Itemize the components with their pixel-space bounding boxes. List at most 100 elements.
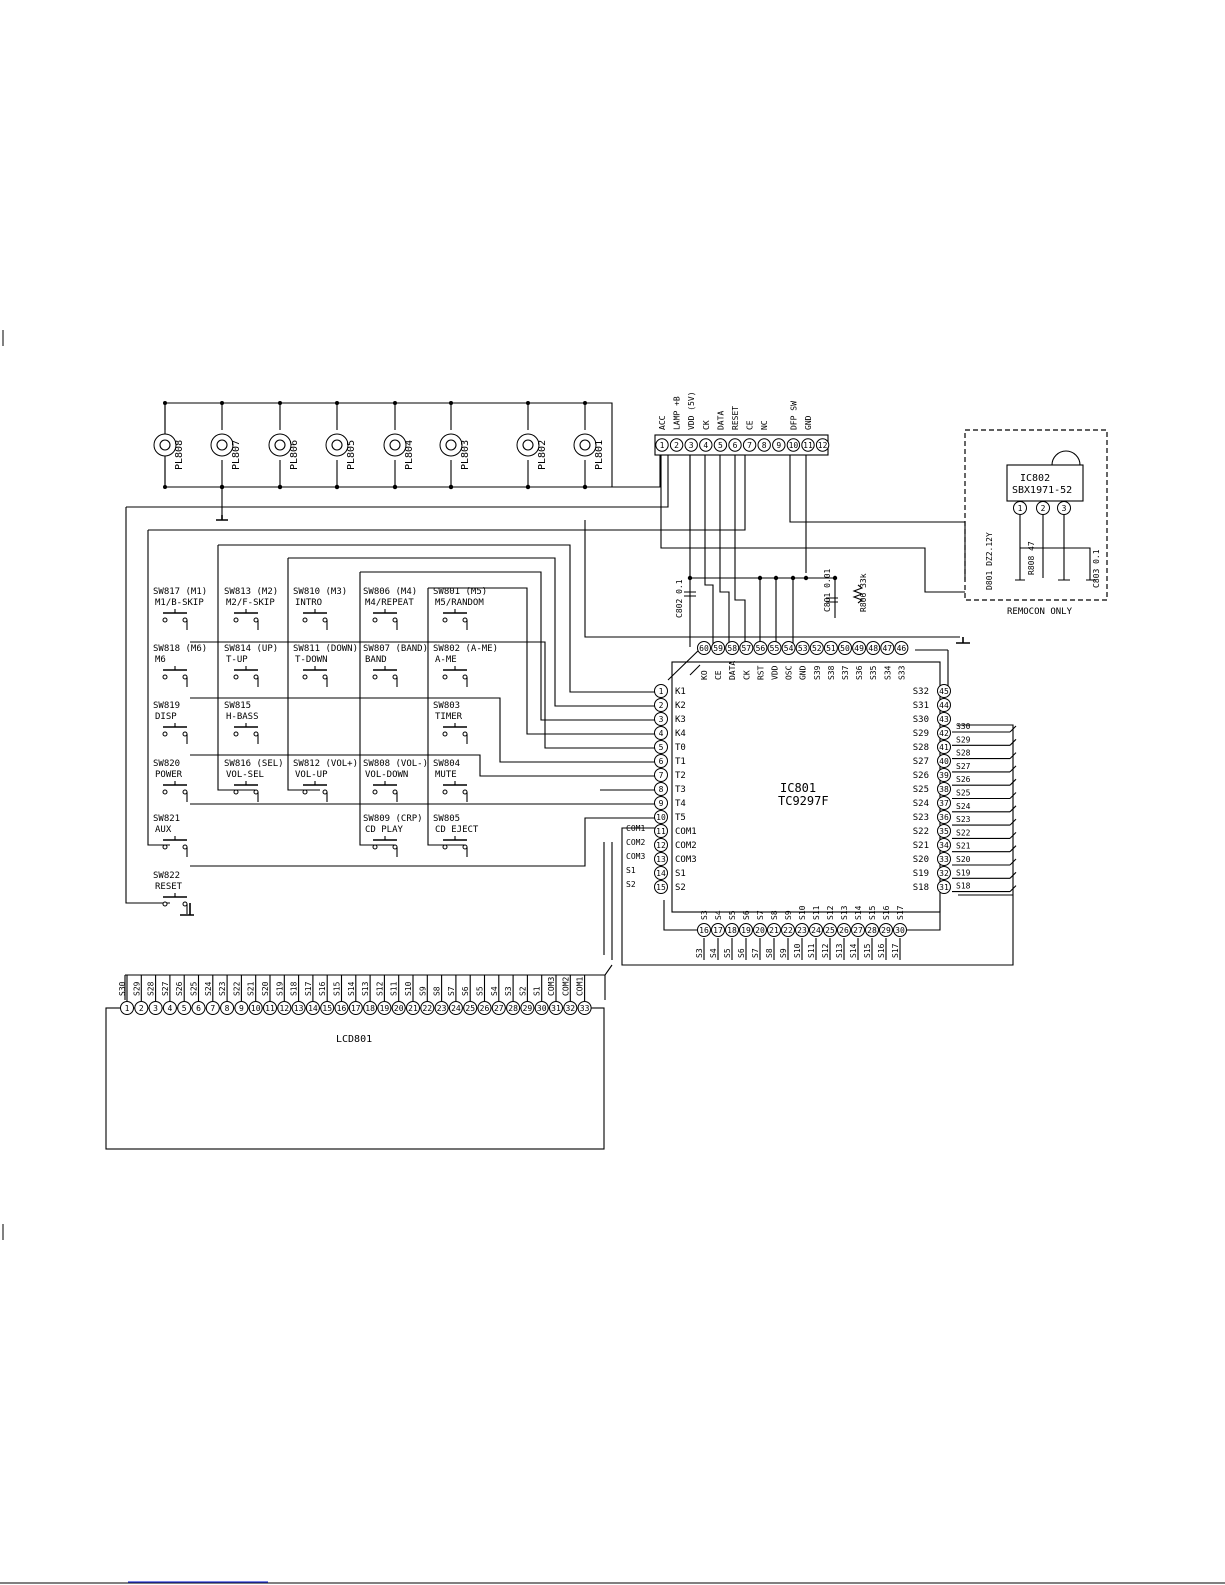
pin-circle: [937, 852, 951, 866]
pin-number: 45: [939, 687, 949, 696]
pin-number: 15: [322, 1004, 332, 1013]
switch-contact-icon: [302, 617, 308, 623]
lamp-filament-icon: [579, 439, 591, 451]
pin-number: 1: [659, 687, 664, 696]
switch-contact-icon: [462, 789, 468, 795]
pin-number: 19: [741, 926, 751, 935]
pin-number: 12: [279, 1004, 289, 1013]
ic801-pin-18: 18: [725, 923, 739, 937]
pin-circle: [520, 1001, 535, 1015]
switch-function: VOL-SEL: [226, 770, 264, 780]
ic802-body: [1006, 464, 1084, 502]
lcd-pin-5: 5: [177, 1001, 192, 1015]
ic801-pin-38: 38: [937, 782, 951, 796]
connector-pin-5: 5: [713, 438, 728, 452]
lcd-pin-7: 7: [205, 1001, 220, 1015]
ground-icon: [956, 637, 970, 644]
pin-circle: [448, 1001, 463, 1015]
ic801-pin-44: 44: [937, 698, 951, 712]
ic801-pin-name: S33: [897, 665, 906, 680]
ic801-pin-41: 41: [937, 740, 951, 754]
pin-circle: [801, 438, 815, 452]
switch-function: M1/B-SKIP: [155, 598, 204, 608]
net-label: S26: [956, 775, 971, 784]
pin-circle: [937, 796, 951, 810]
switch-function: AUX: [155, 825, 172, 835]
pin-circle: [563, 1001, 578, 1015]
pin-number: 31: [939, 883, 949, 892]
pin-number: 7: [659, 771, 664, 780]
connector-label: VDD (5V): [687, 391, 696, 430]
pin-circle: [1057, 501, 1071, 515]
switch-ref: SW801 (M5): [433, 587, 487, 597]
switch-sw810: SW810 (M3)INTRO: [293, 587, 347, 630]
ic801-pin-36: 36: [937, 810, 951, 824]
ic801-pin-name: S25: [913, 785, 929, 795]
lcd-seg-label: S27: [161, 981, 170, 996]
pin-circle: [753, 641, 768, 655]
pin-number: 6: [659, 757, 664, 766]
switch-contact-icon: [162, 901, 168, 907]
switch-contact-icon: [162, 674, 168, 680]
ic801-pin-name: S26: [913, 771, 929, 781]
switch-function: RESET: [155, 882, 183, 892]
lamp-label: PL807: [231, 440, 242, 470]
pin-number: 2: [139, 1004, 144, 1013]
junction-dot: [448, 484, 454, 490]
ic801-pin-name: S32: [913, 687, 929, 697]
pin-circle: [772, 438, 786, 452]
switch-ref: SW805: [433, 814, 460, 824]
lcd-seg-label: S9: [418, 986, 427, 996]
lcd-pin-18: 18: [363, 1001, 378, 1015]
pin-number: 53: [798, 644, 808, 653]
lamp-bulb-icon: [153, 433, 177, 457]
pin-circle: [577, 1001, 592, 1015]
ic801-pin-58: 58: [725, 641, 740, 655]
switch-contact-icon: [253, 789, 259, 795]
pin-circle: [1036, 501, 1050, 515]
switch-function: M4/REPEAT: [365, 598, 414, 608]
pin-circle: [697, 641, 711, 655]
lcd-pin-2: 2: [134, 1001, 149, 1015]
ic802-ref: IC802: [1020, 473, 1050, 484]
net-label: S4: [709, 948, 718, 958]
pin-number: 14: [308, 1004, 318, 1013]
lcd-pin-4: 4: [162, 1001, 177, 1015]
pin-number: 2: [659, 701, 664, 710]
pin-circle: [491, 1001, 506, 1015]
ic801-pin-name: S12: [826, 905, 835, 920]
lamp-label: PL806: [289, 440, 300, 470]
pin-number: 25: [825, 926, 835, 935]
lamp-bulb-icon: [268, 433, 292, 457]
lcd-seg-label: COM2: [561, 977, 570, 996]
pin-number: 23: [437, 1004, 447, 1013]
pin-circle: [937, 824, 951, 838]
pin-circle: [739, 641, 754, 655]
ic801-pin-name: S21: [913, 841, 929, 851]
switch-contact-icon: [233, 789, 239, 795]
pin-number: 26: [839, 926, 849, 935]
switch-function: VOL-UP: [295, 770, 328, 780]
ic801-pin-37: 37: [937, 796, 951, 810]
pin-circle: [320, 1001, 335, 1015]
pin-number: 50: [840, 644, 850, 653]
ic801-pin-name: S18: [913, 883, 929, 893]
switch-ref: SW809 (CRP): [363, 814, 423, 824]
pin-number: 55: [770, 644, 780, 653]
pin-circle: [534, 1001, 549, 1015]
pin-circle: [757, 438, 771, 452]
switch-contact-icon: [182, 617, 188, 623]
ic801-pin-name: T2: [675, 771, 686, 781]
pin-number: 19: [380, 1004, 390, 1013]
ic801-pin-name: K4: [675, 729, 686, 739]
connector-pin-12: 12: [815, 438, 830, 452]
lcd-pin-19: 19: [377, 1001, 392, 1015]
lcd-pin-28: 28: [506, 1001, 521, 1015]
ic801-pin-8: 8: [654, 782, 668, 796]
pin-circle: [654, 726, 668, 740]
pin-number: 57: [741, 644, 751, 653]
pin-circle: [654, 754, 668, 768]
